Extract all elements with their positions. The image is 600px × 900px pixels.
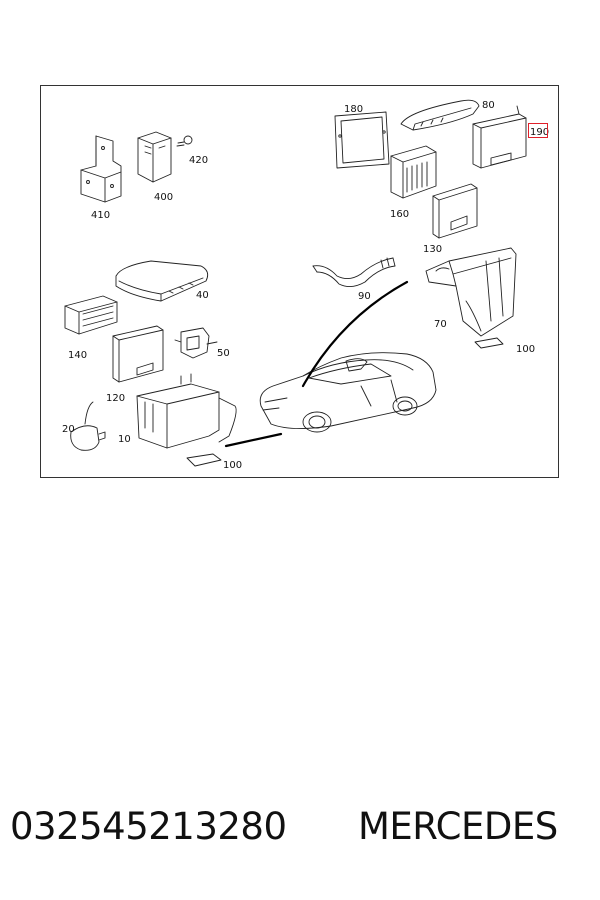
highlight-box-190	[528, 123, 548, 138]
bracket-part-410	[80, 135, 122, 203]
connector-module-part-140	[64, 295, 118, 335]
parts-illustration: 10 20 40 50 70 80 90 100 100 120 130 140…	[62, 99, 549, 471]
callout-80: 80	[482, 100, 495, 111]
module-part-400	[137, 131, 172, 183]
callout-40: 40	[196, 290, 209, 301]
callout-100-lower: 100	[223, 460, 242, 471]
leader-line-left	[224, 280, 409, 448]
plate-part-180	[334, 111, 390, 169]
callout-160: 160	[390, 209, 409, 220]
relay-block-part-160	[390, 145, 437, 199]
callout-70: 70	[434, 319, 447, 330]
filter-part-100-lower	[186, 453, 222, 467]
control-unit-part-190	[472, 105, 527, 169]
filter-part-100-upper	[474, 337, 504, 349]
callout-120: 120	[106, 393, 125, 404]
car-illustration	[259, 352, 437, 433]
callout-90: 90	[358, 291, 371, 302]
relay-part-50	[174, 327, 218, 359]
callout-410: 410	[91, 210, 110, 221]
housing-part-70	[425, 247, 517, 337]
callout-50: 50	[217, 348, 230, 359]
module-cover-part-40	[115, 260, 209, 302]
bolt-part-420	[176, 135, 193, 147]
box-part-10	[136, 373, 237, 449]
callout-190: 190	[530, 127, 549, 138]
callout-180: 180	[344, 104, 363, 115]
cover-part-80	[400, 99, 480, 131]
part-number: 032545213280	[10, 805, 287, 848]
pump-part-20	[70, 401, 106, 451]
callout-100-upper: 100	[516, 344, 535, 355]
callout-10: 10	[118, 434, 131, 445]
parts-diagram: 10 20 40 50 70 80 90 100 100 120 130 140…	[40, 85, 559, 478]
callout-400: 400	[154, 192, 173, 203]
callout-130: 130	[423, 244, 442, 255]
hose-part-90	[312, 257, 396, 287]
callout-140: 140	[68, 350, 87, 361]
module-part-130	[432, 183, 478, 239]
brand-name: MERCEDES	[358, 805, 558, 848]
callout-420: 420	[189, 155, 208, 166]
control-unit-part-120	[112, 325, 164, 383]
footer: 032545213280 MERCEDES	[0, 805, 600, 865]
callout-20: 20	[62, 424, 75, 435]
